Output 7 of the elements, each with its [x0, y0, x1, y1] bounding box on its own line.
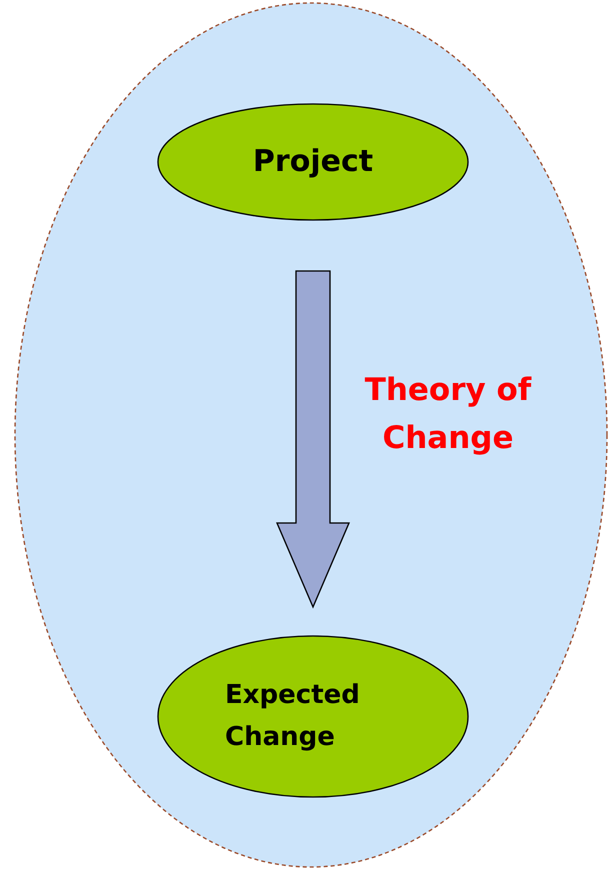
edge-label: Theory of Change — [364, 371, 532, 458]
node-label: Project — [252, 143, 374, 181]
block-arrow — [276, 270, 350, 609]
container-ellipse — [14, 2, 608, 868]
node-label: Expected Change — [225, 678, 361, 754]
ellipse-node — [157, 103, 469, 221]
ellipse-node — [157, 635, 469, 798]
